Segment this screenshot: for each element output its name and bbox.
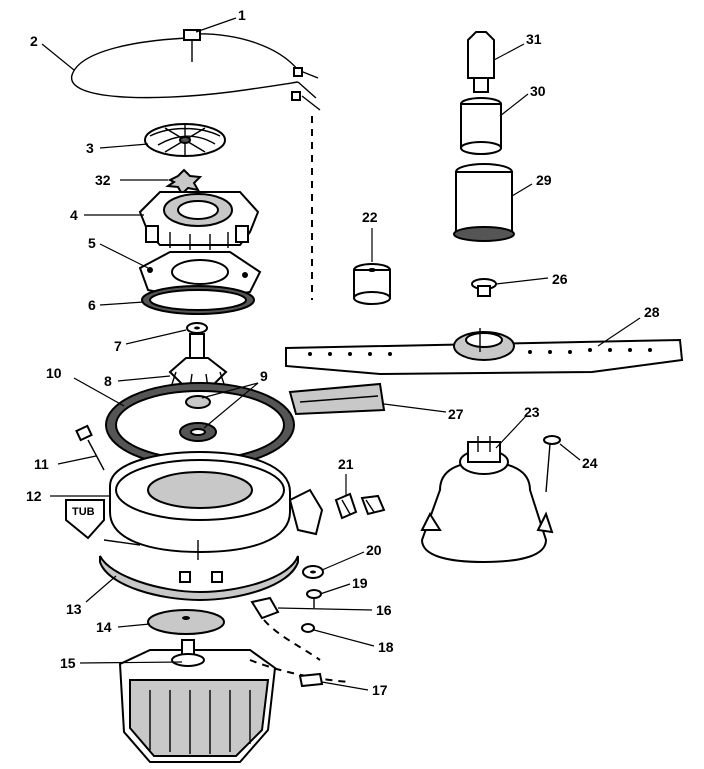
part-wire-harness <box>71 33 321 300</box>
callout-14: 14 <box>96 619 112 635</box>
callout-9: 9 <box>260 368 268 384</box>
part-lower-impeller <box>168 333 228 389</box>
callout-4: 4 <box>70 207 78 223</box>
callout-18: 18 <box>378 639 394 655</box>
callout-23: 23 <box>524 404 540 420</box>
callout-2: 2 <box>30 33 38 49</box>
part-clamp <box>183 29 201 62</box>
part-nut-18 <box>301 623 315 633</box>
callout-24: 24 <box>582 455 598 471</box>
callout-32: 32 <box>95 172 111 188</box>
tub-indicator: TUB <box>65 499 141 546</box>
part-tower-base <box>453 163 515 242</box>
callout-7: 7 <box>114 338 122 354</box>
callout-29: 29 <box>536 172 552 188</box>
part-nut-20 <box>302 565 324 579</box>
part-bolt-26 <box>471 278 497 297</box>
callout-11: 11 <box>34 456 49 472</box>
part-seal-lower <box>179 422 217 442</box>
callout-10: 10 <box>46 365 62 381</box>
part-hub-23 <box>420 436 554 564</box>
part-bolt-24 <box>543 435 561 493</box>
callout-12: 12 <box>26 488 42 504</box>
callout-8: 8 <box>104 373 112 389</box>
callout-21: 21 <box>338 456 354 472</box>
part-fitting-17 <box>298 672 324 688</box>
callout-5: 5 <box>88 235 96 251</box>
part-small-washer <box>186 322 208 334</box>
callout-15: 15 <box>60 655 76 671</box>
part-star-washer <box>165 168 203 196</box>
callout-22: 22 <box>362 209 378 225</box>
part-lower-ring <box>99 555 299 602</box>
part-seal-upper <box>185 395 211 409</box>
callout-31: 31 <box>526 31 542 47</box>
callout-3: 3 <box>86 140 94 156</box>
callout-20: 20 <box>366 542 382 558</box>
callout-30: 30 <box>530 83 546 99</box>
part-gasket <box>141 285 255 315</box>
callout-numbers: 1 2 3 32 4 5 6 7 8 9 10 11 12 13 14 15 1… <box>26 7 660 698</box>
callout-17: 17 <box>372 682 388 698</box>
part-bushing <box>353 263 391 305</box>
tub-label: TUB <box>72 506 95 518</box>
callout-1: 1 <box>238 7 246 23</box>
part-springs-21 <box>334 492 386 520</box>
callout-27: 27 <box>448 406 464 422</box>
part-screw-19 <box>306 589 322 608</box>
part-dashed-wire <box>249 619 351 683</box>
callout-19: 19 <box>352 575 368 591</box>
part-motor <box>118 639 277 763</box>
part-spray-arm <box>285 328 684 376</box>
part-impeller <box>144 123 226 157</box>
callout-6: 6 <box>88 297 96 313</box>
part-tower-tip <box>467 31 495 93</box>
leader-lines <box>41 17 641 691</box>
part-tower-middle <box>460 97 502 155</box>
callout-13: 13 <box>66 601 82 617</box>
callout-28: 28 <box>644 304 660 320</box>
part-bracket-27 <box>288 382 386 416</box>
part-screw-11 <box>75 424 105 471</box>
part-pump-base <box>109 450 324 560</box>
part-clip-16 <box>250 596 280 620</box>
callout-16: 16 <box>376 602 392 618</box>
callout-26: 26 <box>552 271 568 287</box>
part-pump-housing <box>138 191 260 250</box>
part-filter-disc <box>147 609 225 635</box>
